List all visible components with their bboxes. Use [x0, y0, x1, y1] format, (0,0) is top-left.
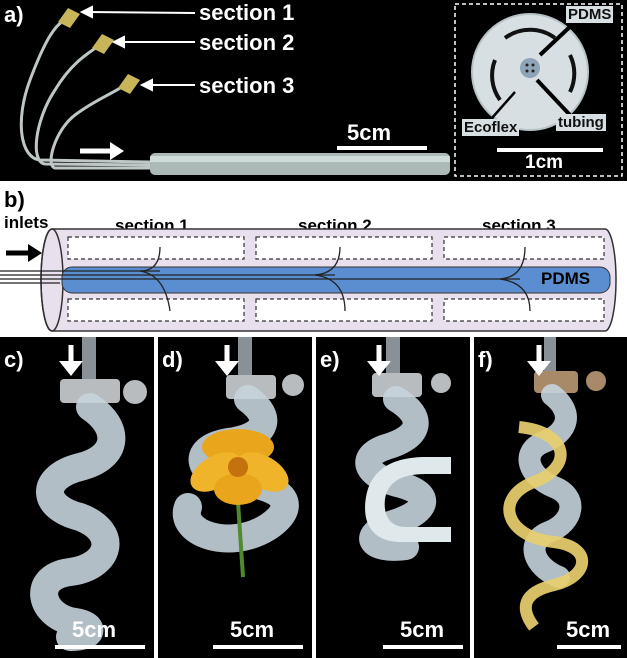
helical-object — [503, 421, 589, 631]
inset-scale-bar — [497, 148, 603, 152]
panel-f-scale-label: 5cm — [566, 617, 611, 642]
schematic-pdms-label: PDMS — [541, 269, 591, 288]
panel-b-label: b) — [4, 187, 25, 212]
panel-d-scale-bar — [213, 645, 303, 649]
pdms-layer — [61, 266, 611, 294]
inset-pdms-label: PDMS — [566, 6, 614, 23]
curved-object — [365, 457, 451, 542]
down-arrow-icon — [526, 345, 552, 377]
panel-a-photo — [19, 3, 623, 177]
schematic-diagram — [0, 228, 617, 332]
panel-d-photo — [172, 337, 304, 578]
section-3-label: section 3 — [199, 73, 295, 98]
flower — [190, 429, 289, 505]
inset-ecoflex-label: Ecoflex — [462, 119, 520, 136]
panel-c: c) 5cm — [0, 337, 154, 658]
panel-c-photo — [30, 337, 147, 651]
panel-a-label: a) — [4, 2, 24, 27]
inset-box — [454, 3, 623, 177]
inset-scale-label: 1cm — [525, 152, 564, 173]
panel-a: a) section 1 section 2 section 3 5cm PDM… — [0, 0, 627, 181]
panel-c-scale-bar — [55, 645, 145, 649]
panel-e-scale-label: 5cm — [400, 617, 445, 642]
panel-d-scale-label: 5cm — [230, 617, 275, 642]
down-arrow-icon — [58, 345, 84, 377]
panel-e-scale-bar — [383, 645, 463, 649]
connector-2 — [92, 34, 114, 54]
inlets-label: inlets — [4, 213, 49, 232]
panel-b: b) inlets section 1 section 2 section 3 — [0, 181, 627, 337]
panel-f: f) 5cm — [474, 337, 627, 658]
panel-c-label: c) — [4, 347, 24, 372]
down-arrow-icon — [214, 345, 240, 377]
panel-f-photo — [503, 337, 606, 631]
connector-1 — [58, 8, 80, 28]
panel-d: d) 5cm — [158, 337, 312, 658]
direction-arrow — [80, 142, 124, 160]
panel-f-scale-bar — [557, 645, 621, 649]
panel-f-label: f) — [478, 347, 493, 372]
section-2-label: section 2 — [199, 30, 295, 55]
scale-bar-a — [337, 146, 427, 150]
section-1-label: section 1 — [199, 0, 295, 25]
panel-e: e) 5cm — [316, 337, 470, 658]
panel-e-label: e) — [320, 347, 340, 372]
panel-c-scale-label: 5cm — [72, 617, 117, 642]
down-arrow-icon — [366, 345, 392, 377]
scale-label-a: 5cm — [347, 120, 392, 145]
connector-3 — [118, 74, 140, 94]
panel-d-label: d) — [162, 347, 183, 372]
panel-e-photo — [355, 337, 451, 561]
inset-tubing-label: tubing — [556, 114, 606, 131]
